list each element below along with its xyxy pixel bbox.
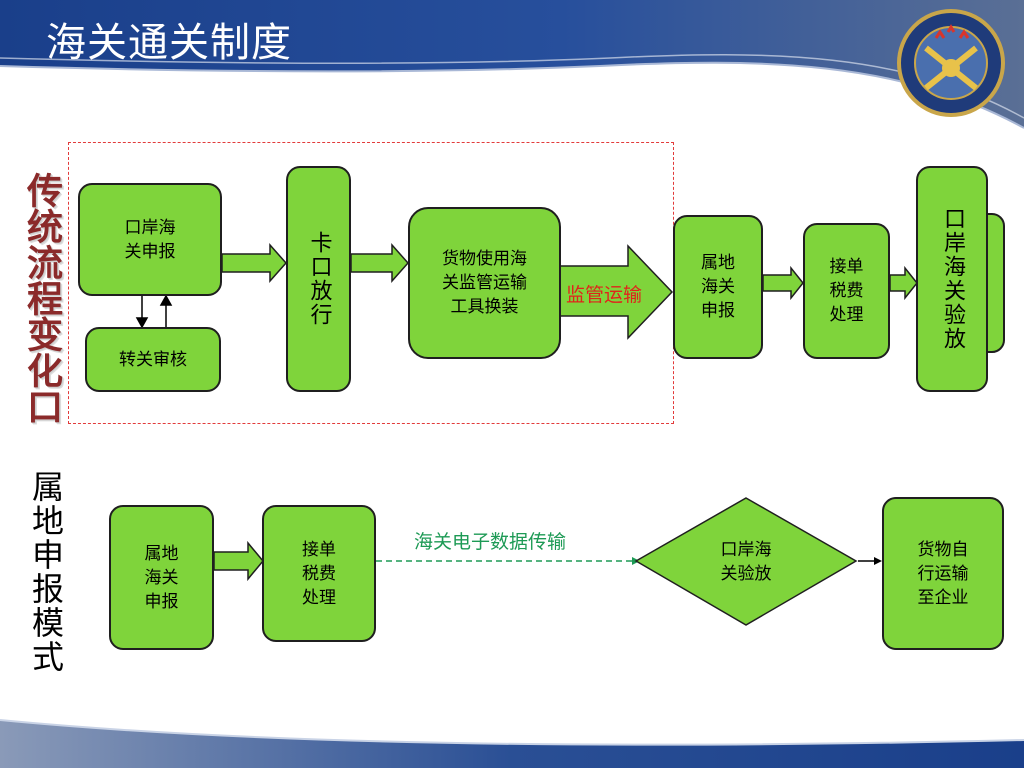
arrow-local2-to-tax2 [213,540,264,582]
china-customs-logo [897,9,1005,117]
header-banner: 海关通关制度 [0,0,1024,130]
supervised-transport-label: 监管运输 [566,284,643,306]
arrow-supervised-transport [559,244,674,340]
port-customs-inspection-text: 口岸海关验放 [940,207,965,351]
footer-banner [0,700,1024,768]
electronic-data-link [376,557,640,565]
box-local-declaration-mode: 属地 海关 申报 [109,505,214,650]
box-port-customs-inspection: 口岸海关验放 [916,166,988,392]
box-accept-tax-mode: 接单 税费 处理 [262,505,376,642]
electronic-data-transfer-label: 海关电子数据传输 [414,531,567,553]
port-inspection-diamond [634,497,858,626]
arrow-declare-to-checkpoint [221,243,288,283]
box-accept-tax-processing: 接单 税费 处理 [803,223,890,359]
box-port-customs-declaration: 口岸海 关申报 [78,183,222,296]
arrow-tax-to-inspect [889,265,918,301]
page-title: 海关通关制度 [46,20,292,66]
traditional-flow-label: 传统流程变化口 [21,172,63,424]
box-local-customs-declaration: 属地 海关 申报 [673,215,763,359]
box-checkpoint-release: 卡口放行 [286,166,351,392]
port-inspection-diamond-text: 口岸海 关验放 [720,540,772,584]
local-declaration-mode-label: 属地申报模式 [27,470,65,674]
arrow-local-to-tax [762,265,804,301]
checkpoint-release-text: 卡口放行 [306,231,332,327]
arrow-checkpoint-to-swap [350,243,410,283]
box-transfer-review: 转关审核 [85,327,221,392]
box-goods-delivery: 货物自 行运输 至企业 [882,497,1004,650]
box-transport-tool-swap: 货物使用海 关监管运输 工具换装 [408,207,561,359]
